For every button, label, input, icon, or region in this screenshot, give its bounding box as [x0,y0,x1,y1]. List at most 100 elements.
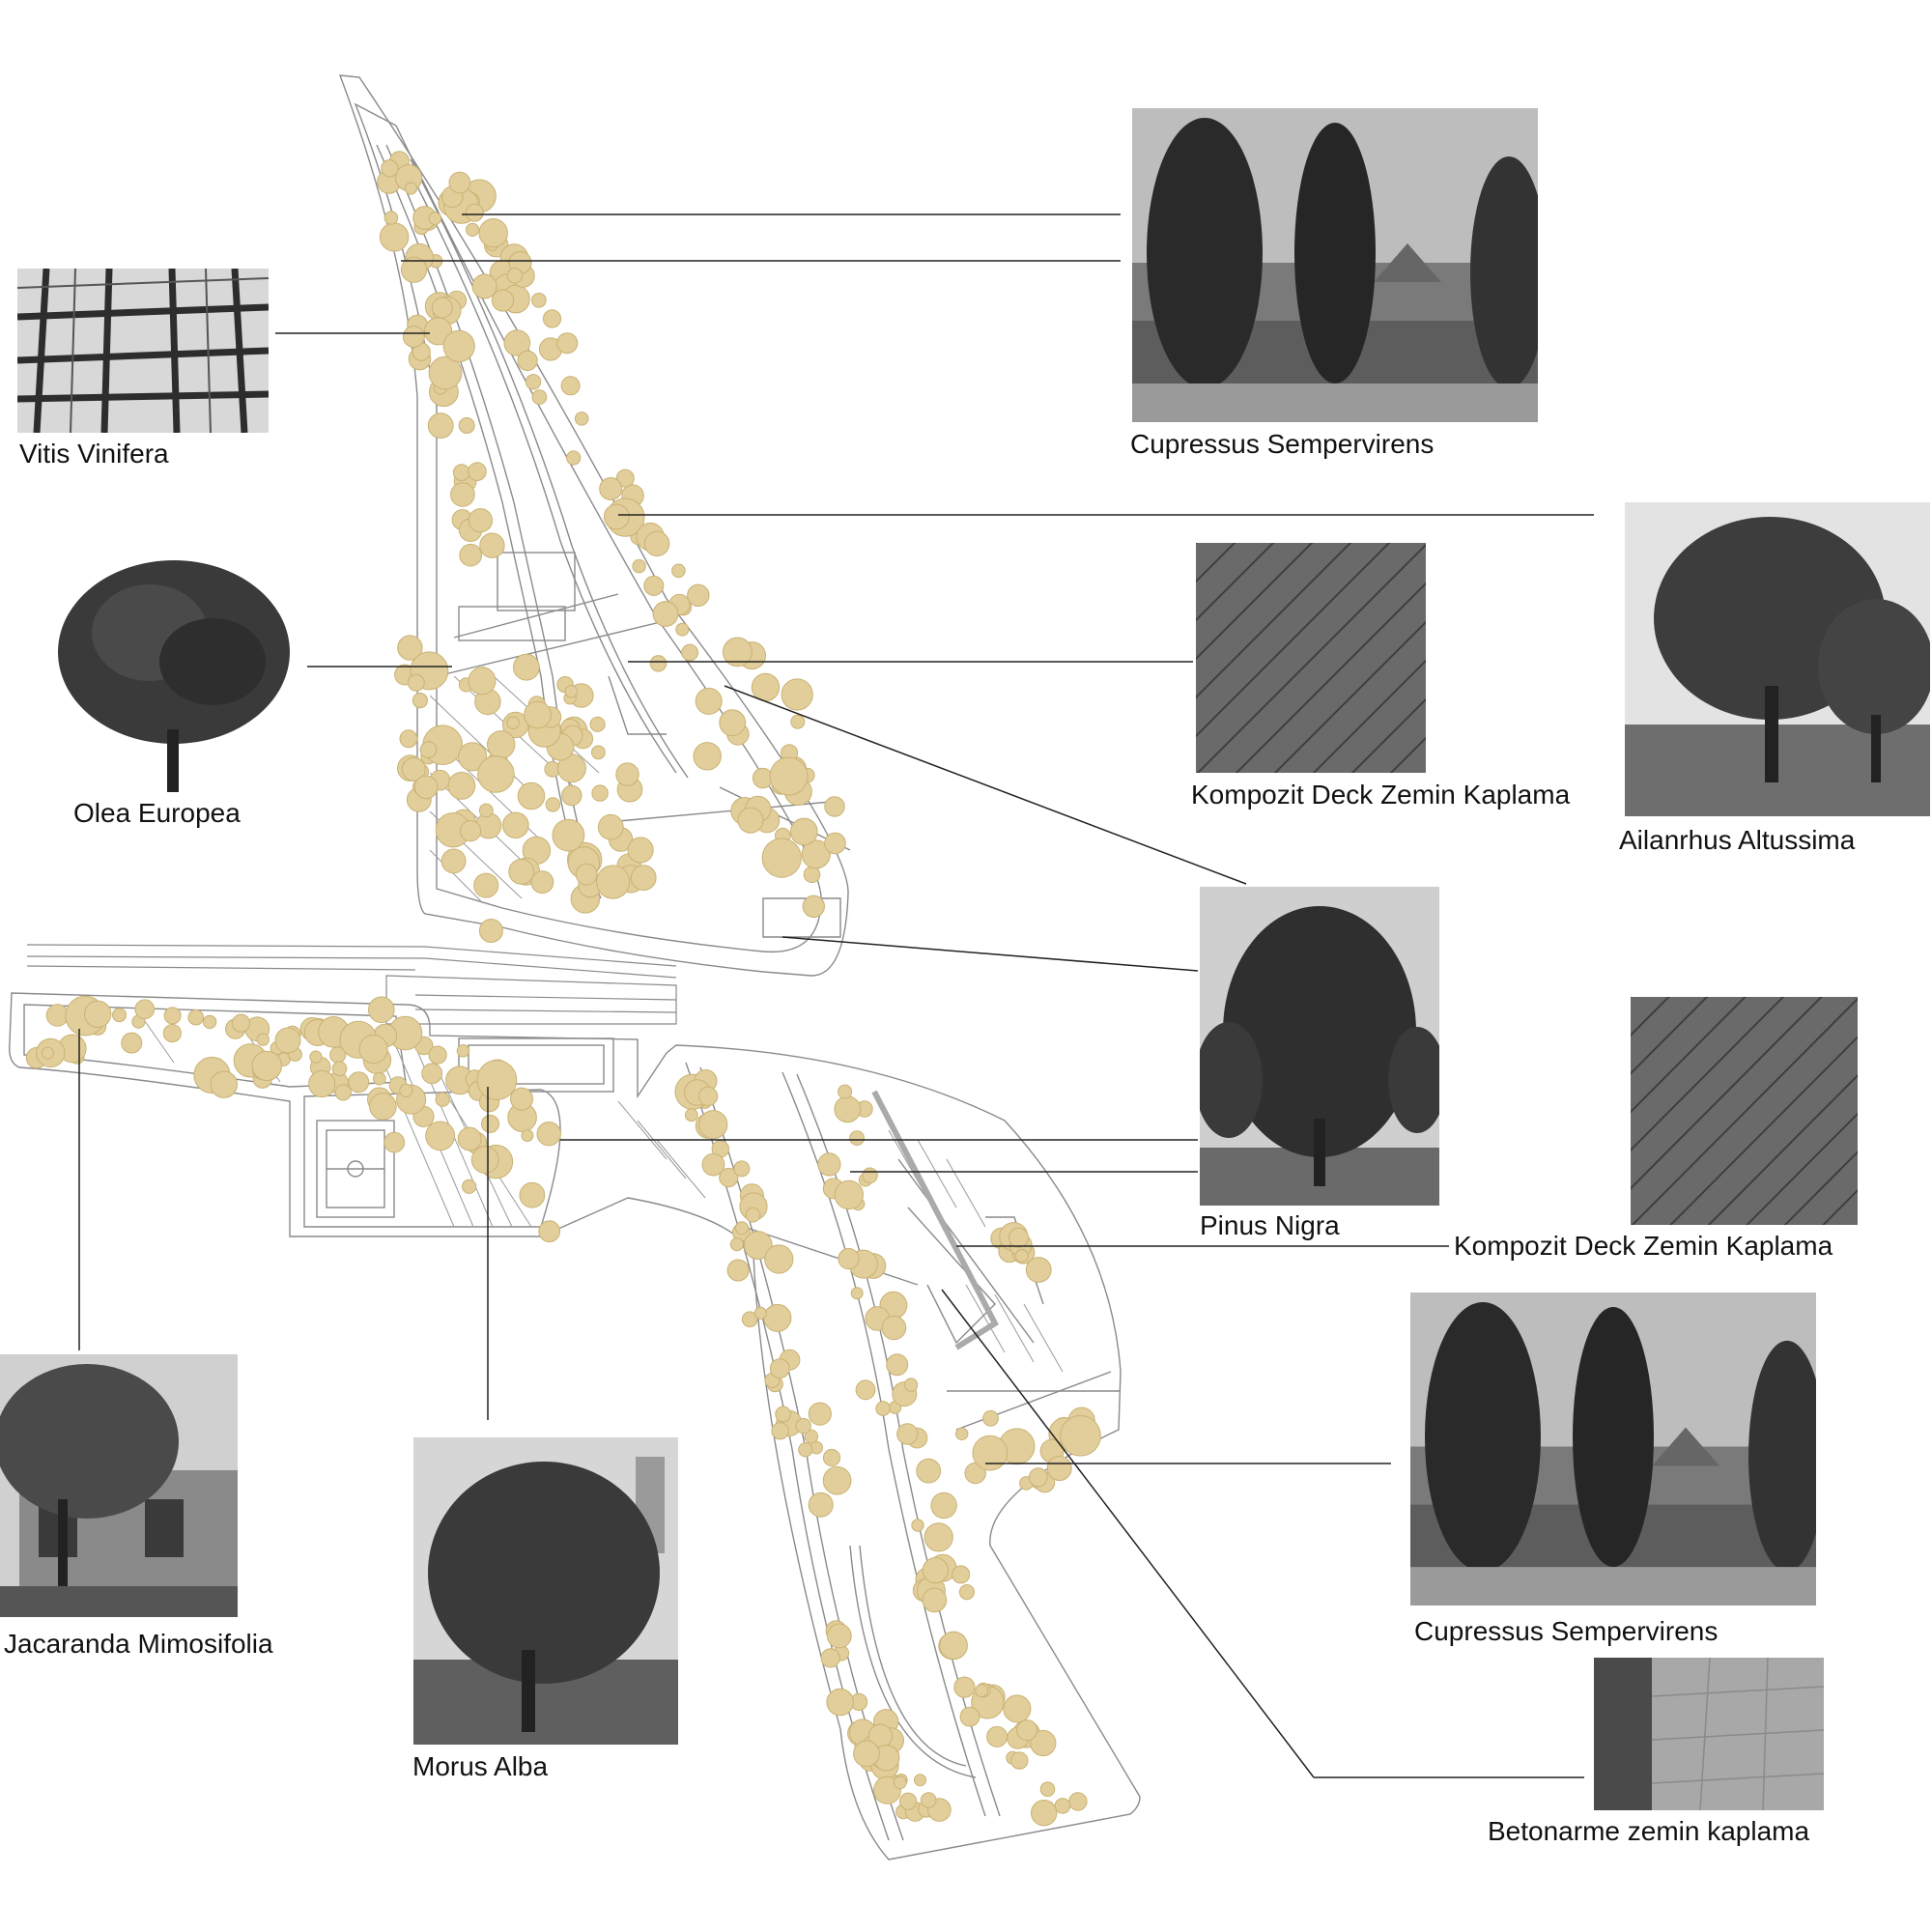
tree-canopy [939,1631,968,1661]
cupressus-bottom-label: Cupressus Sempervirens [1414,1616,1719,1646]
tree-canopy [476,1060,518,1100]
tree-canopy [896,1423,919,1445]
tree-canopy [517,781,546,810]
deck-top-label: Kompozit Deck Zemin Kaplama [1191,780,1571,810]
tree-canopy [481,1114,499,1133]
tree-canopy [632,558,646,574]
tree-canopy [517,350,538,371]
pinus-label: Pinus Nigra [1200,1210,1340,1240]
tree-canopy [875,1401,891,1416]
tree-canopy [525,374,542,390]
deck-photo-bottom [1631,997,1858,1225]
tree-canopy [671,563,686,579]
tree-canopy [465,203,484,222]
tree-canopy [477,755,515,793]
tree-canopy [952,1565,971,1584]
tree-canopy [729,1237,745,1252]
tree-canopy [630,865,657,891]
tree-canopy [769,756,809,796]
tree-canopy [470,1146,499,1174]
tree-canopy [538,1220,561,1243]
tree-canopy [428,1045,447,1065]
morus-label: Morus Alba [412,1751,549,1781]
tree-canopy [589,716,606,732]
deck-photo-top [1196,543,1426,773]
tree-canopy [531,389,548,406]
tree-canopy [521,1129,534,1142]
ailanthus-photo [1625,502,1930,816]
tree-canopy [920,1792,937,1808]
tree-canopy [41,1046,54,1060]
tree-canopy [599,477,623,500]
tree-canopy [428,212,442,225]
tree-canopy [421,1063,443,1085]
tree-canopy [1046,1456,1072,1481]
tree-canopy [1068,1792,1088,1811]
tree-canopy [556,332,579,355]
tree-canopy [530,870,554,895]
tree-canopy [308,1069,336,1098]
tree-canopy [798,1442,813,1458]
tree-canopy [695,687,723,715]
tree-canopy [531,293,547,308]
tree-canopy [881,1315,907,1341]
tree-canopy [1028,1467,1048,1488]
tree-canopy [448,171,471,194]
tree-canopy [855,1379,876,1401]
tree-canopy [274,1027,301,1054]
tree-canopy [764,1244,794,1274]
tree-canopy [596,865,631,899]
tree-canopy [460,820,482,842]
concrete-photo [1594,1658,1824,1810]
tree-canopy [412,693,428,709]
tree-canopy [564,685,578,698]
tree-canopy [862,1167,878,1184]
tree-canopy [574,412,589,426]
tree-canopy [808,1402,832,1426]
vitis-photo [17,269,269,433]
tree-canopy [597,813,624,840]
tree-canopy [955,1427,969,1441]
tree-canopy [775,1406,792,1423]
tree-canopy [1010,1751,1029,1770]
tree-canopy [804,1429,819,1444]
tree-canopy [930,1492,957,1520]
tree-canopy [1014,1249,1029,1263]
tree-canopy [769,1358,790,1378]
tree-canopy [506,268,524,284]
olea-photo [43,546,295,792]
tree-canopy [822,1465,852,1495]
tree-canopy [922,1557,950,1584]
tree-canopy [468,508,493,533]
road-band [26,944,677,1025]
cupressus-photo-bottom [1410,1293,1816,1605]
tree-canopy [681,643,698,662]
tree-canopy [399,1083,413,1098]
tree-canopy [121,1032,143,1054]
tree-canopy [850,1287,864,1300]
tree-canopy [959,1706,980,1727]
tree-canopy [407,673,425,692]
tree-canopy [886,1353,909,1377]
tree-canopy [643,530,670,556]
deck-path [871,1090,999,1350]
tree-canopy [542,309,562,328]
tree-canopy [751,672,781,702]
tree-canopy [384,1131,406,1153]
tree-canopy [431,297,453,319]
cupressus-photo-top [1132,108,1538,422]
leader-lines [78,213,1594,1778]
tree-canopy [591,784,609,802]
tree-canopy [923,1522,953,1552]
tree-canopy [802,895,825,918]
tree-canopy [384,211,399,225]
tree-canopy [982,1409,999,1427]
tree-canopy [834,1095,862,1123]
tree-canopy [84,1000,112,1029]
tree-canopy [210,1070,239,1098]
tree-canopy [1009,1227,1029,1248]
tree-canopy [468,462,487,482]
tree-canopy [975,1684,988,1698]
tree-canopy [435,1092,450,1107]
tree-canopy [745,1207,761,1223]
